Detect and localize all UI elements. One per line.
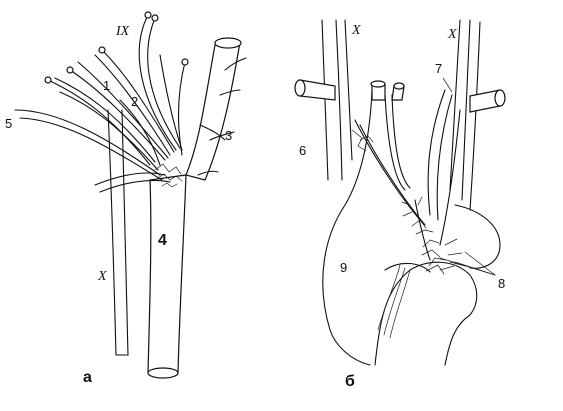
artery-upper-lumen	[214, 37, 242, 49]
label-x-b-right: X	[447, 27, 457, 42]
label-x-a: X	[97, 269, 107, 284]
label-4: 4	[158, 232, 167, 249]
vagus-nerve-trunk	[107, 109, 117, 356]
label-ix: IX	[115, 24, 130, 39]
label-8: 8	[498, 276, 505, 291]
label-1: 1	[103, 78, 110, 93]
panel-a: IX 1 2 3 5 4 X а	[5, 11, 247, 386]
artery-lumen	[147, 367, 179, 379]
cardiac-plexus	[401, 196, 466, 275]
label-5: 5	[5, 116, 12, 131]
label-6: 6	[299, 143, 306, 158]
panel-b: X X 7 6 9 8 б	[294, 19, 506, 390]
artery-upper-branch	[185, 41, 241, 181]
caption-a: а	[83, 369, 92, 386]
caption-b: б	[345, 373, 355, 390]
label-9: 9	[340, 260, 347, 275]
label-x-b-left: X	[351, 23, 361, 38]
label-3: 3	[225, 128, 232, 143]
label-2: 2	[131, 94, 138, 109]
label-7: 7	[435, 61, 442, 76]
carotid-artery	[147, 174, 187, 373]
heart-outline	[322, 89, 373, 366]
